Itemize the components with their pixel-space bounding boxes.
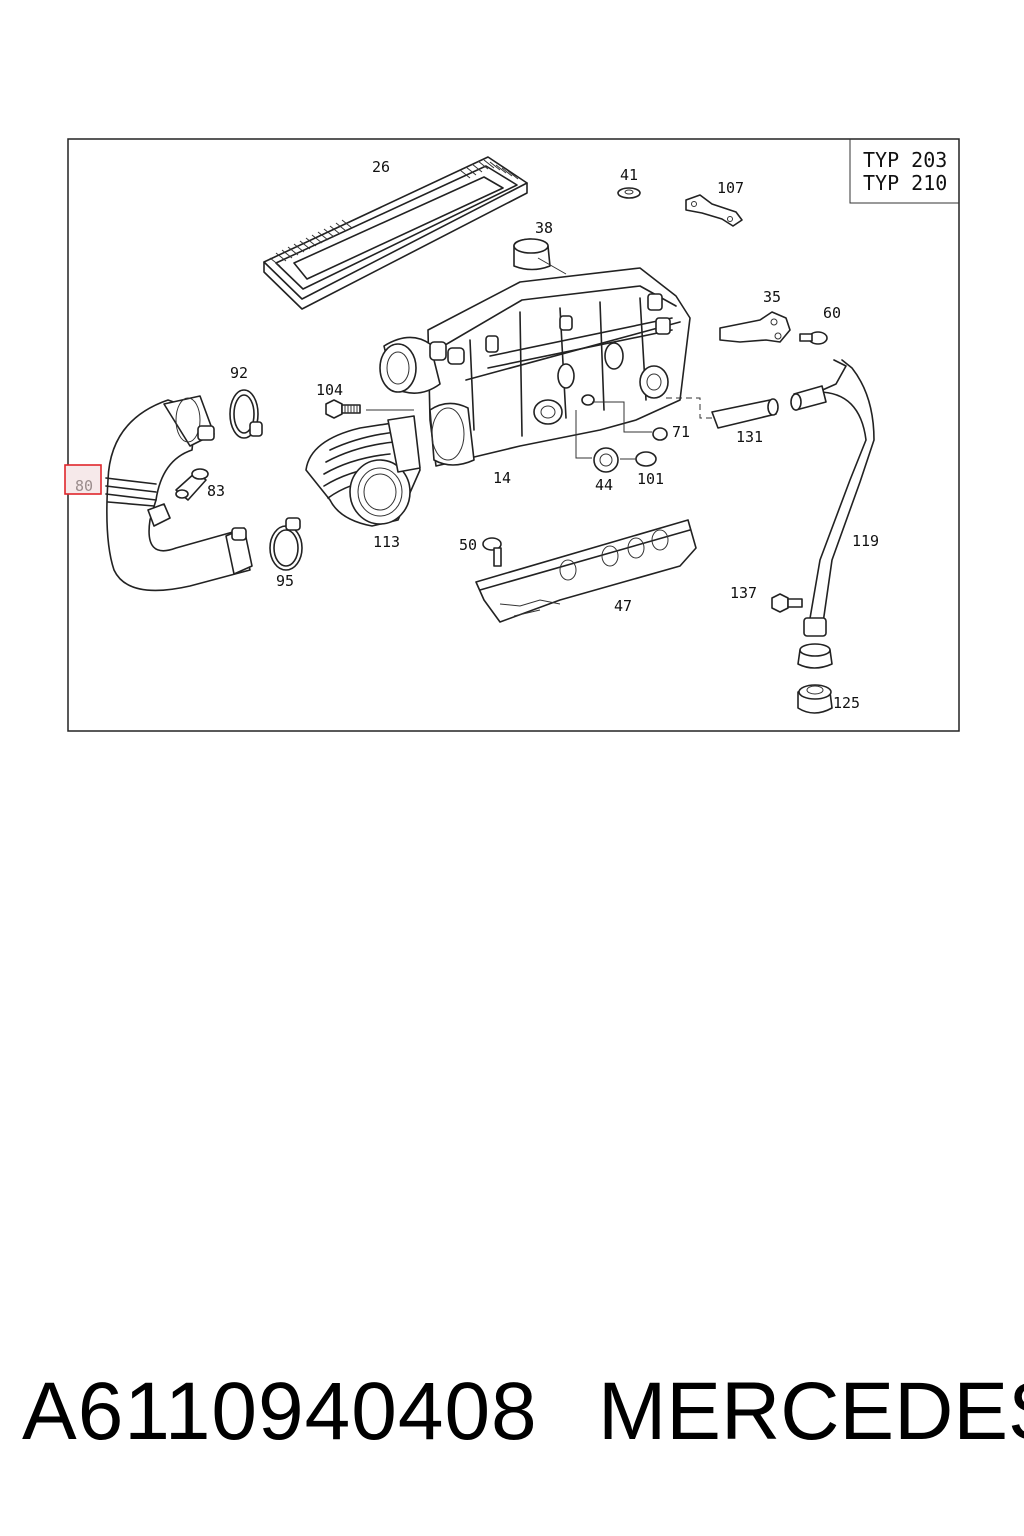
- brand-name: MERCEDES: [598, 1366, 1024, 1457]
- callout-131: 131: [736, 428, 763, 446]
- part-83-connector[interactable]: [175, 468, 209, 501]
- part-50-bolt[interactable]: [482, 537, 502, 567]
- callout-35: 35: [763, 288, 781, 306]
- callout-50: 50: [459, 536, 477, 554]
- part-71-grommet[interactable]: [581, 394, 668, 441]
- callout-44: 44: [595, 476, 613, 494]
- callout-14: 14: [493, 469, 511, 487]
- type-line-1: TYP 203: [863, 148, 947, 172]
- part-107-bracket[interactable]: [685, 194, 743, 227]
- part-number: A6110940408: [22, 1366, 538, 1457]
- part-44-grommet[interactable]: [575, 410, 619, 473]
- footer: A6110940408 MERCEDES: [0, 1365, 1024, 1475]
- callout-119: 119: [852, 532, 879, 550]
- callout-38: 38: [535, 219, 553, 237]
- callout-113: 113: [373, 533, 400, 551]
- callout-107: 107: [717, 179, 744, 197]
- callout-95: 95: [276, 572, 294, 590]
- part-113-intake-hose[interactable]: [305, 415, 421, 527]
- type-line-2: TYP 210: [863, 171, 947, 195]
- part-119-breather-pipe[interactable]: [790, 359, 875, 637]
- part-131-sleeve[interactable]: [666, 397, 779, 429]
- callout-71: 71: [672, 423, 690, 441]
- part-101-screw[interactable]: [620, 451, 657, 467]
- part-35-sensor-bracket[interactable]: [719, 311, 791, 343]
- type-box: TYP 203 TYP 210: [849, 139, 959, 204]
- part-47-heat-shield[interactable]: [475, 519, 697, 623]
- part-38-cap[interactable]: [513, 238, 567, 275]
- part-80-charge-air-hose[interactable]: [105, 395, 253, 592]
- part-14-air-filter-housing[interactable]: [379, 267, 691, 467]
- callout-83: 83: [207, 482, 225, 500]
- part-41-washer[interactable]: [617, 187, 641, 199]
- part-95-hose-clamp[interactable]: [269, 517, 303, 571]
- part-26-air-filter-element[interactable]: [263, 156, 528, 310]
- callout-41: 41: [620, 166, 638, 184]
- callout-26: 26: [372, 158, 390, 176]
- callout-125: 125: [833, 694, 860, 712]
- parts-diagram: TYP 203 TYP 210: [64, 138, 960, 732]
- callout-137: 137: [730, 584, 757, 602]
- part-92-hose-clamp[interactable]: [229, 389, 263, 439]
- callout-92: 92: [230, 364, 248, 382]
- diagram-frame: [67, 138, 960, 732]
- part-125-grommet[interactable]: [797, 643, 833, 714]
- callout-80[interactable]: 80: [75, 477, 93, 495]
- part-104-screw[interactable]: [325, 399, 414, 419]
- callout-60: 60: [823, 304, 841, 322]
- callout-101: 101: [637, 470, 664, 488]
- callout-47: 47: [614, 597, 632, 615]
- part-137-screw[interactable]: [771, 593, 803, 613]
- highlight-box-80: [64, 464, 102, 495]
- callout-104: 104: [316, 381, 343, 399]
- part-60-bolt[interactable]: [799, 331, 828, 345]
